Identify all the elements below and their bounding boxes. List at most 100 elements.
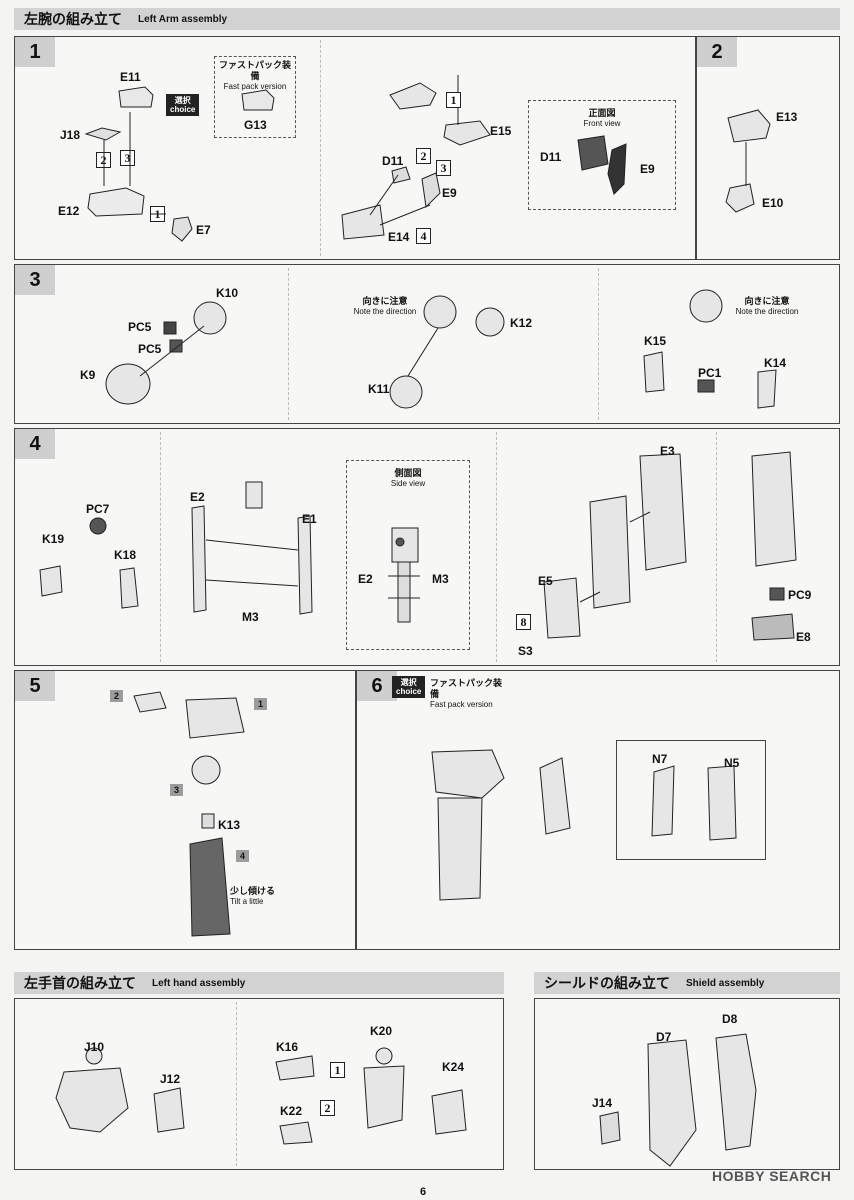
step-number-5: 5 — [15, 671, 55, 701]
assembly-lines — [103, 112, 166, 215]
seq-8: 8 — [516, 614, 531, 630]
label-j18: J18 — [60, 128, 81, 142]
step6-arm — [431, 749, 571, 901]
divider — [288, 268, 289, 420]
page-number: 6 — [420, 1186, 427, 1198]
label-e14: E14 — [388, 230, 410, 244]
label-e12: E12 — [58, 204, 80, 218]
e12-part — [87, 187, 145, 217]
step3-mid-parts — [389, 295, 505, 409]
step-number-6: 6 — [357, 671, 397, 701]
label-g13: G13 — [244, 118, 267, 132]
label-e13: E13 — [776, 110, 798, 124]
label-n5: N5 — [724, 756, 740, 770]
step6-fastpack-parts — [651, 765, 737, 841]
shield-parts — [599, 1033, 757, 1167]
label-j12: J12 — [160, 1072, 181, 1086]
step5-parts — [133, 691, 245, 937]
divider — [236, 1002, 237, 1166]
step-number-1: 1 — [15, 37, 55, 67]
hand-left-parts — [55, 1047, 185, 1133]
label-d11: D11 — [382, 154, 404, 168]
hand-right-parts — [275, 1047, 467, 1145]
label-d7: D7 — [656, 1030, 672, 1044]
label-e2: E2 — [190, 490, 205, 504]
g13-part — [241, 89, 275, 111]
label-e15: E15 — [490, 124, 512, 138]
label-e5: E5 — [538, 574, 553, 588]
divider — [496, 432, 497, 662]
label-k24: K24 — [442, 1060, 465, 1074]
label-m3: M3 — [242, 610, 259, 624]
divider — [598, 268, 599, 420]
seq-1-grey: 1 — [254, 698, 267, 710]
front-view-part — [577, 135, 627, 195]
seq-1-hand: 1 — [330, 1062, 345, 1078]
front-view-box — [528, 100, 676, 210]
label-k10: K10 — [216, 286, 239, 300]
step4-b-parts — [191, 481, 313, 615]
j18-part — [84, 127, 122, 141]
seq-2b: 2 — [416, 148, 431, 164]
seq-3b: 3 — [436, 160, 451, 176]
label-e8: E8 — [796, 630, 811, 644]
section-title-en: Left Arm assembly — [138, 13, 228, 25]
label-k22: K22 — [280, 1104, 303, 1118]
label-pc7: PC7 — [86, 502, 110, 516]
fastpack-option-box — [214, 56, 296, 138]
label-e10: E10 — [762, 196, 784, 210]
section-title-jp: 左腕の組み立て — [24, 11, 122, 27]
label-pc9: PC9 — [788, 588, 812, 602]
step4-e-parts — [751, 451, 797, 641]
step-2-box — [696, 36, 840, 260]
label-k9: K9 — [80, 368, 96, 382]
step-number-2: 2 — [697, 37, 737, 67]
label-e3: E3 — [660, 444, 675, 458]
label-k16: K16 — [276, 1040, 299, 1054]
seq-2-grey: 2 — [110, 690, 123, 702]
left-arm-header: 左腕の組み立て Left Arm assembly — [14, 8, 840, 30]
label-e11: E11 — [120, 70, 141, 84]
step4-a-parts — [39, 517, 139, 609]
step3-right-parts — [643, 289, 777, 409]
step3-left-parts — [105, 301, 227, 405]
label-k11: K11 — [368, 382, 390, 396]
seq-4-grey: 4 — [236, 850, 249, 862]
step4-d-parts — [543, 453, 687, 639]
label-d8: D8 — [722, 1012, 738, 1026]
divider — [320, 40, 321, 256]
step-4-box — [14, 428, 840, 666]
label-j14: J14 — [592, 1096, 613, 1110]
seq-2-hand: 2 — [320, 1100, 335, 1116]
label-j10: J10 — [84, 1040, 105, 1054]
seq-3-grey: 3 — [170, 784, 183, 796]
e7-part — [171, 216, 193, 242]
label-m3-side: M3 — [432, 572, 449, 586]
side-view-part — [388, 527, 420, 623]
e11-part — [118, 86, 154, 108]
divider — [160, 432, 161, 662]
label-s3: S3 — [518, 644, 533, 658]
label-pc5-b: PC5 — [138, 342, 162, 356]
label-e7: E7 — [196, 223, 211, 237]
label-d11-front: D11 — [540, 150, 562, 164]
label-e9: E9 — [442, 186, 457, 200]
label-pc5-a: PC5 — [128, 320, 152, 334]
side-view-box — [346, 460, 470, 650]
step-5-box — [14, 670, 356, 950]
seq-4: 4 — [416, 228, 431, 244]
label-k12: K12 — [510, 316, 533, 330]
fastpack-detail-box — [616, 740, 766, 860]
left-hand-header: 左手首の組み立て Left hand assembly — [14, 972, 504, 994]
shield-header: シールドの組み立て Shield assembly — [534, 972, 840, 994]
label-k14: K14 — [764, 356, 787, 370]
label-pc1: PC1 — [698, 366, 722, 380]
